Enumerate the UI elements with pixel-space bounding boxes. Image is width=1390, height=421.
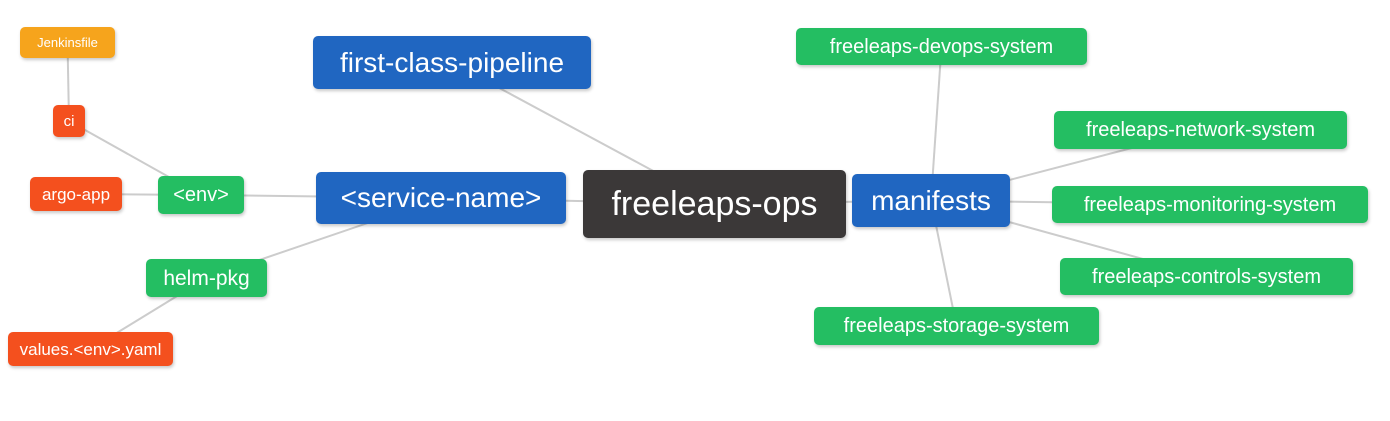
node-jenkinsfile[interactable]: Jenkinsfile (20, 27, 115, 58)
node-freeleaps-devops-system[interactable]: freeleaps-devops-system (796, 28, 1087, 65)
node-manifests[interactable]: manifests (852, 174, 1010, 227)
node-freeleaps-monitoring-system[interactable]: freeleaps-monitoring-system (1052, 186, 1368, 223)
node-helm-pkg[interactable]: helm-pkg (146, 259, 267, 297)
node-service-name[interactable]: <service-name> (316, 172, 566, 224)
node-freeleaps-ops[interactable]: freeleaps-ops (583, 170, 846, 238)
node-freeleaps-controls-system[interactable]: freeleaps-controls-system (1060, 258, 1353, 295)
node-argo-app[interactable]: argo-app (30, 177, 122, 211)
node-values-env-yaml[interactable]: values.<env>.yaml (8, 332, 173, 366)
node-freeleaps-network-system[interactable]: freeleaps-network-system (1054, 111, 1347, 149)
node-env[interactable]: <env> (158, 176, 244, 214)
node-freeleaps-storage-system[interactable]: freeleaps-storage-system (814, 307, 1099, 345)
node-first-class-pipeline[interactable]: first-class-pipeline (313, 36, 591, 89)
node-ci[interactable]: ci (53, 105, 85, 137)
